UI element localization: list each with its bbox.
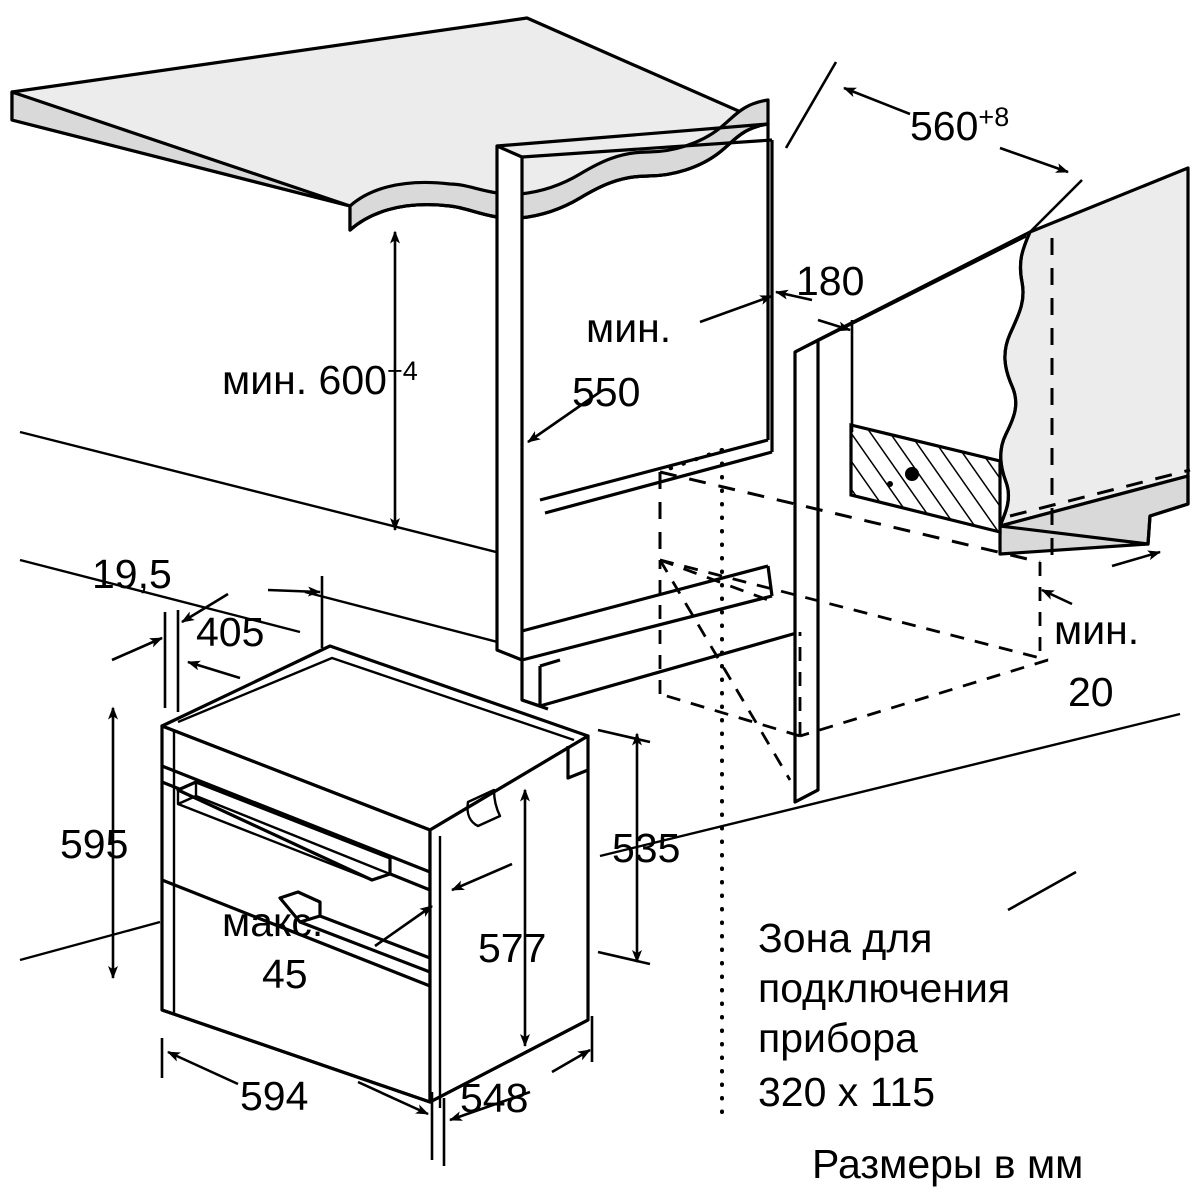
- dimension-min-600: мин. 600+4: [222, 230, 418, 531]
- dimension-45-label: 45: [262, 951, 308, 997]
- cabinet-guide-lines: [19, 430, 1181, 962]
- connection-zone-line-3: прибора: [758, 1015, 918, 1061]
- dimension-594-label: 594: [240, 1073, 308, 1119]
- dimension-548: 548: [449, 1016, 594, 1122]
- dimension-577: 577: [478, 788, 546, 1047]
- dimension-min-20: мин. 20: [1041, 550, 1161, 715]
- dimension-594: 594: [160, 1038, 446, 1166]
- niche-hidden-lines: [658, 352, 1049, 802]
- dimension-595: 595: [60, 706, 128, 979]
- socket-zone-hatch: [849, 422, 1002, 535]
- projection-dotted-line: [658, 448, 724, 1122]
- dimension-560: 560+8: [784, 61, 1083, 233]
- socket-marker: [905, 467, 919, 481]
- dimension-max-45: макс. 45: [222, 862, 513, 997]
- connection-zone-note: Зона для подключения прибора 320 x 115: [758, 870, 1077, 1115]
- units-note: Размеры в мм: [812, 1141, 1083, 1187]
- connection-zone-line-2: подключения: [758, 965, 1010, 1011]
- dimension-45-prefix: макс.: [222, 899, 323, 945]
- dimension-595-label: 595: [60, 821, 128, 867]
- dimension-600-label: мин. 600+4: [222, 356, 418, 403]
- connection-zone-line-1: Зона для: [758, 915, 932, 961]
- dimension-535-label: 535: [612, 825, 680, 871]
- dimension-548-label: 548: [460, 1075, 528, 1121]
- oven-appliance: [160, 644, 590, 1108]
- dimension-577-label: 577: [478, 925, 546, 971]
- dimension-550-prefix: мин.: [586, 305, 671, 351]
- dimension-180-label: 180: [796, 258, 864, 304]
- dimension-550-label: 550: [572, 369, 640, 415]
- units-note-label: Размеры в мм: [812, 1141, 1083, 1187]
- dimension-20-prefix: мин.: [1054, 607, 1139, 653]
- dimension-20-label: 20: [1068, 669, 1114, 715]
- connection-zone-line-4: 320 x 115: [758, 1069, 935, 1115]
- dimension-405-label: 405: [196, 609, 264, 655]
- dimension-535: 535: [597, 728, 680, 966]
- dimension-560-label: 560+8: [910, 102, 1009, 149]
- dimension-19-5-label: 19,5: [92, 551, 172, 597]
- countertop-slab: [10, 16, 770, 232]
- dimension-180: 180: [775, 258, 864, 432]
- socket-marker-small: [887, 481, 893, 487]
- dimension-min-550: мин. 550: [527, 294, 773, 444]
- rear-wall-panel: [998, 166, 1191, 560]
- dimension-19-5: 19,5: [92, 551, 229, 712]
- dimension-405: 405: [187, 576, 324, 680]
